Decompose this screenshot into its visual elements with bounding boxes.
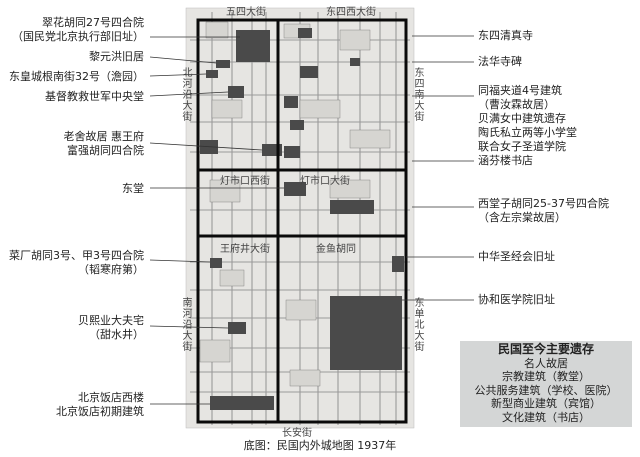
site-taoshi: [290, 120, 304, 130]
label-fahua-temple: 法华寺碑: [478, 55, 522, 68]
label-dongsi-mosque: 东四清真寺: [478, 29, 533, 42]
map-caption: 底图：民国内外城地图 1937年: [243, 439, 397, 452]
street-nanheyan: 南河沿大街: [182, 298, 193, 353]
label-li-yuanhong: 黎元洪旧居: [89, 50, 144, 63]
label-cuihua-hutong: 翠花胡同27号四合院（国民党北京执行部旧址）: [12, 16, 144, 43]
label-xitangzi: 西堂子胡同25-37号四合院（含左宗棠故居）: [478, 197, 609, 224]
label-pumc: 协和医学院旧址: [478, 293, 555, 306]
legend-item: 宗教建筑（教堂）: [502, 370, 590, 384]
street-dengshikou: 灯市口大街: [300, 176, 350, 187]
site-fahua-temple: [350, 58, 360, 66]
legend-item: 名人故居: [524, 356, 568, 370]
site-salvation-army: [228, 86, 244, 98]
site-dongtang: [284, 182, 306, 196]
site-xitangzi: [330, 200, 374, 214]
label-bei-xiye: 贝熙业大夫宅（甜水井）: [78, 314, 144, 341]
legend-item: 文化建筑（书店）: [502, 410, 590, 424]
street-dongsi-west: 东四西大街: [326, 7, 376, 18]
site-dongsi-mosque: [298, 28, 312, 38]
site-tongfu: [300, 66, 318, 78]
site-beijing-hotel: [210, 396, 274, 410]
legend: 民国至今主要遗存 名人故居 宗教建筑（教堂） 公共服务建筑（学校、医院） 新型商…: [460, 341, 632, 427]
street-wusi: 五四大街: [226, 7, 266, 18]
street-jinyu: 金鱼胡同: [316, 244, 356, 255]
site-beiman: [284, 96, 298, 108]
site-pumc: [330, 296, 402, 370]
legend-title: 民国至今主要遗存: [497, 342, 594, 356]
street-dongdan-north: 东单北大街: [414, 298, 425, 353]
street-wangfujing: 王府井大街: [220, 244, 270, 255]
study-grid: [196, 18, 408, 424]
site-hanfenlou: [284, 146, 300, 158]
legend-item: 新型商业建筑（宾馆）: [491, 397, 601, 411]
label-dongtang: 东堂: [122, 182, 144, 195]
label-tongfu-group: 同福夹道4号建筑 （曹汝霖故居） 贝满女中建筑遗存 陶氏私立两等小学堂 联合女子…: [478, 84, 577, 153]
street-dongsi-south: 东四南大街: [414, 68, 425, 123]
site-li-yuanhong: [216, 60, 230, 68]
site-bible-society: [392, 256, 404, 272]
label-hanfenlou: 涵芬楼书店: [478, 154, 533, 167]
label-bible-society: 中华圣经会旧址: [478, 250, 555, 263]
street-changan: 长安街: [282, 428, 312, 439]
street-beiheyan: 北河沿大街: [182, 68, 193, 123]
label-danyuan: 东皇城根南街32号（澹园）: [9, 70, 144, 83]
street-blocks: [199, 21, 391, 387]
legend-item: 公共服务建筑（学校、医院）: [474, 383, 618, 397]
label-laoshe: 老舍故居 惠王府富强胡同四合院: [63, 130, 145, 157]
leader-lines: [149, 35, 474, 405]
site-caichang: [210, 258, 222, 268]
site-bei-xiye: [228, 322, 246, 334]
label-salvation-army: 基督教救世军中央堂: [45, 90, 144, 103]
label-caichang: 菜厂胡同3号、甲3号四合院（韬寒府第）: [9, 249, 144, 276]
site-cuihua-hutong: [236, 30, 270, 62]
heritage-sites: [200, 28, 404, 410]
site-danyuan: [206, 70, 218, 78]
street-dengshikou-west: 灯市口西街: [220, 176, 270, 187]
label-beijing-hotel: 北京饭店西楼北京饭店初期建筑: [56, 391, 144, 418]
